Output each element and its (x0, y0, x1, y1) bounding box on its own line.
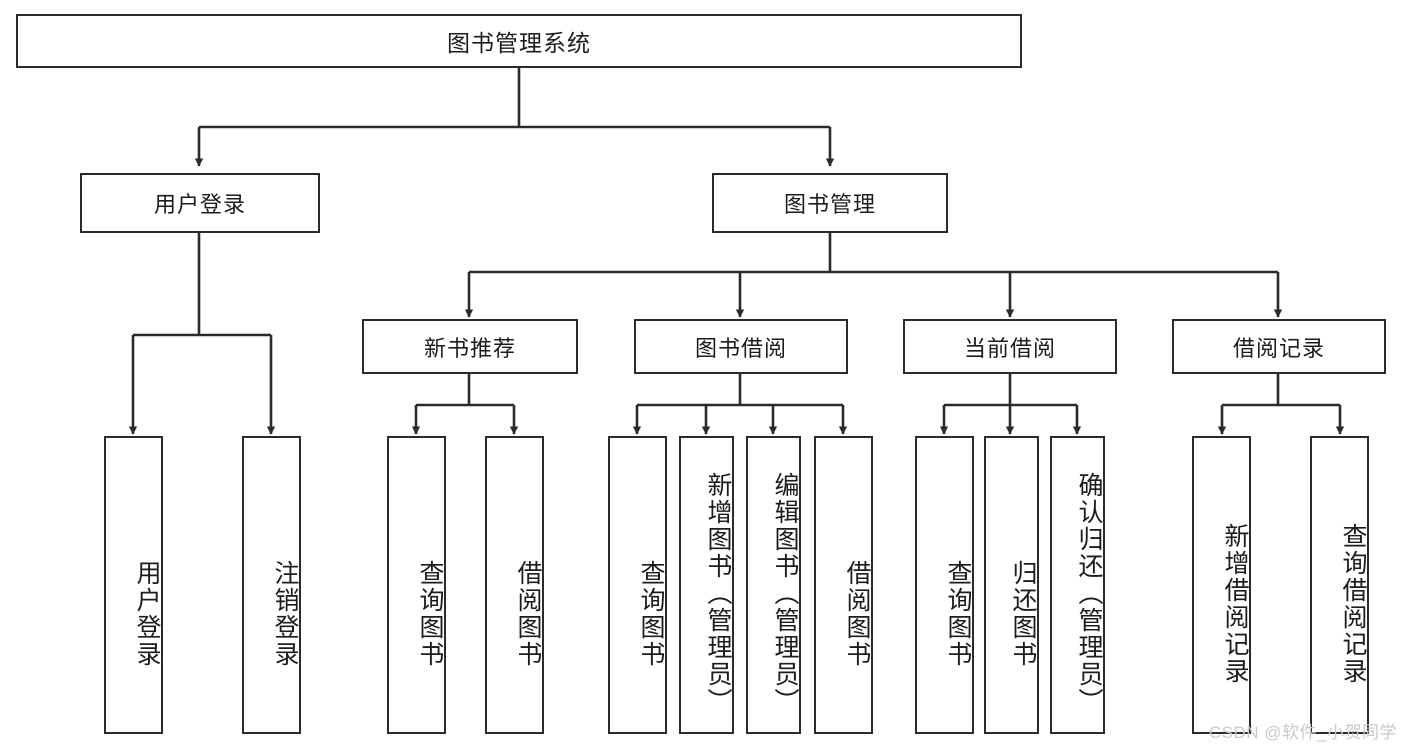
node-book-management[interactable]: 图书管理 (712, 173, 948, 233)
node-root-system[interactable]: 图书管理系统 (16, 14, 1022, 68)
leaf-current-return-book[interactable]: 归还图书 (984, 436, 1039, 734)
node-user-login[interactable]: 用户登录 (80, 173, 320, 233)
leaf-recommend-borrow-book[interactable]: 借阅图书 (485, 436, 544, 734)
leaf-current-query-book[interactable]: 查询图书 (915, 436, 974, 734)
leaf-user-login-logout[interactable]: 注销登录 (242, 436, 301, 734)
node-new-book-recommend[interactable]: 新书推荐 (362, 319, 578, 374)
leaf-record-add-record[interactable]: 新增借阅记录 (1192, 436, 1251, 734)
leaf-borrow-query-book[interactable]: 查询图书 (608, 436, 667, 734)
node-book-borrow[interactable]: 图书借阅 (634, 319, 848, 374)
leaf-recommend-query-book[interactable]: 查询图书 (387, 436, 446, 734)
leaf-borrow-borrow-book[interactable]: 借阅图书 (814, 436, 873, 734)
node-current-borrow[interactable]: 当前借阅 (903, 319, 1117, 374)
leaf-user-login-login[interactable]: 用户登录 (104, 436, 163, 734)
leaf-record-query-record[interactable]: 查询借阅记录 (1310, 436, 1369, 734)
csdn-watermark: CSDN @软件_小贺同学 (1208, 723, 1397, 742)
leaf-current-confirm-return-admin[interactable]: 确认归还（管理员） (1050, 436, 1105, 734)
node-borrow-record[interactable]: 借阅记录 (1172, 319, 1386, 374)
leaf-borrow-add-book-admin[interactable]: 新增图书（管理员） (679, 436, 734, 734)
leaf-borrow-edit-book-admin[interactable]: 编辑图书（管理员） (746, 436, 801, 734)
